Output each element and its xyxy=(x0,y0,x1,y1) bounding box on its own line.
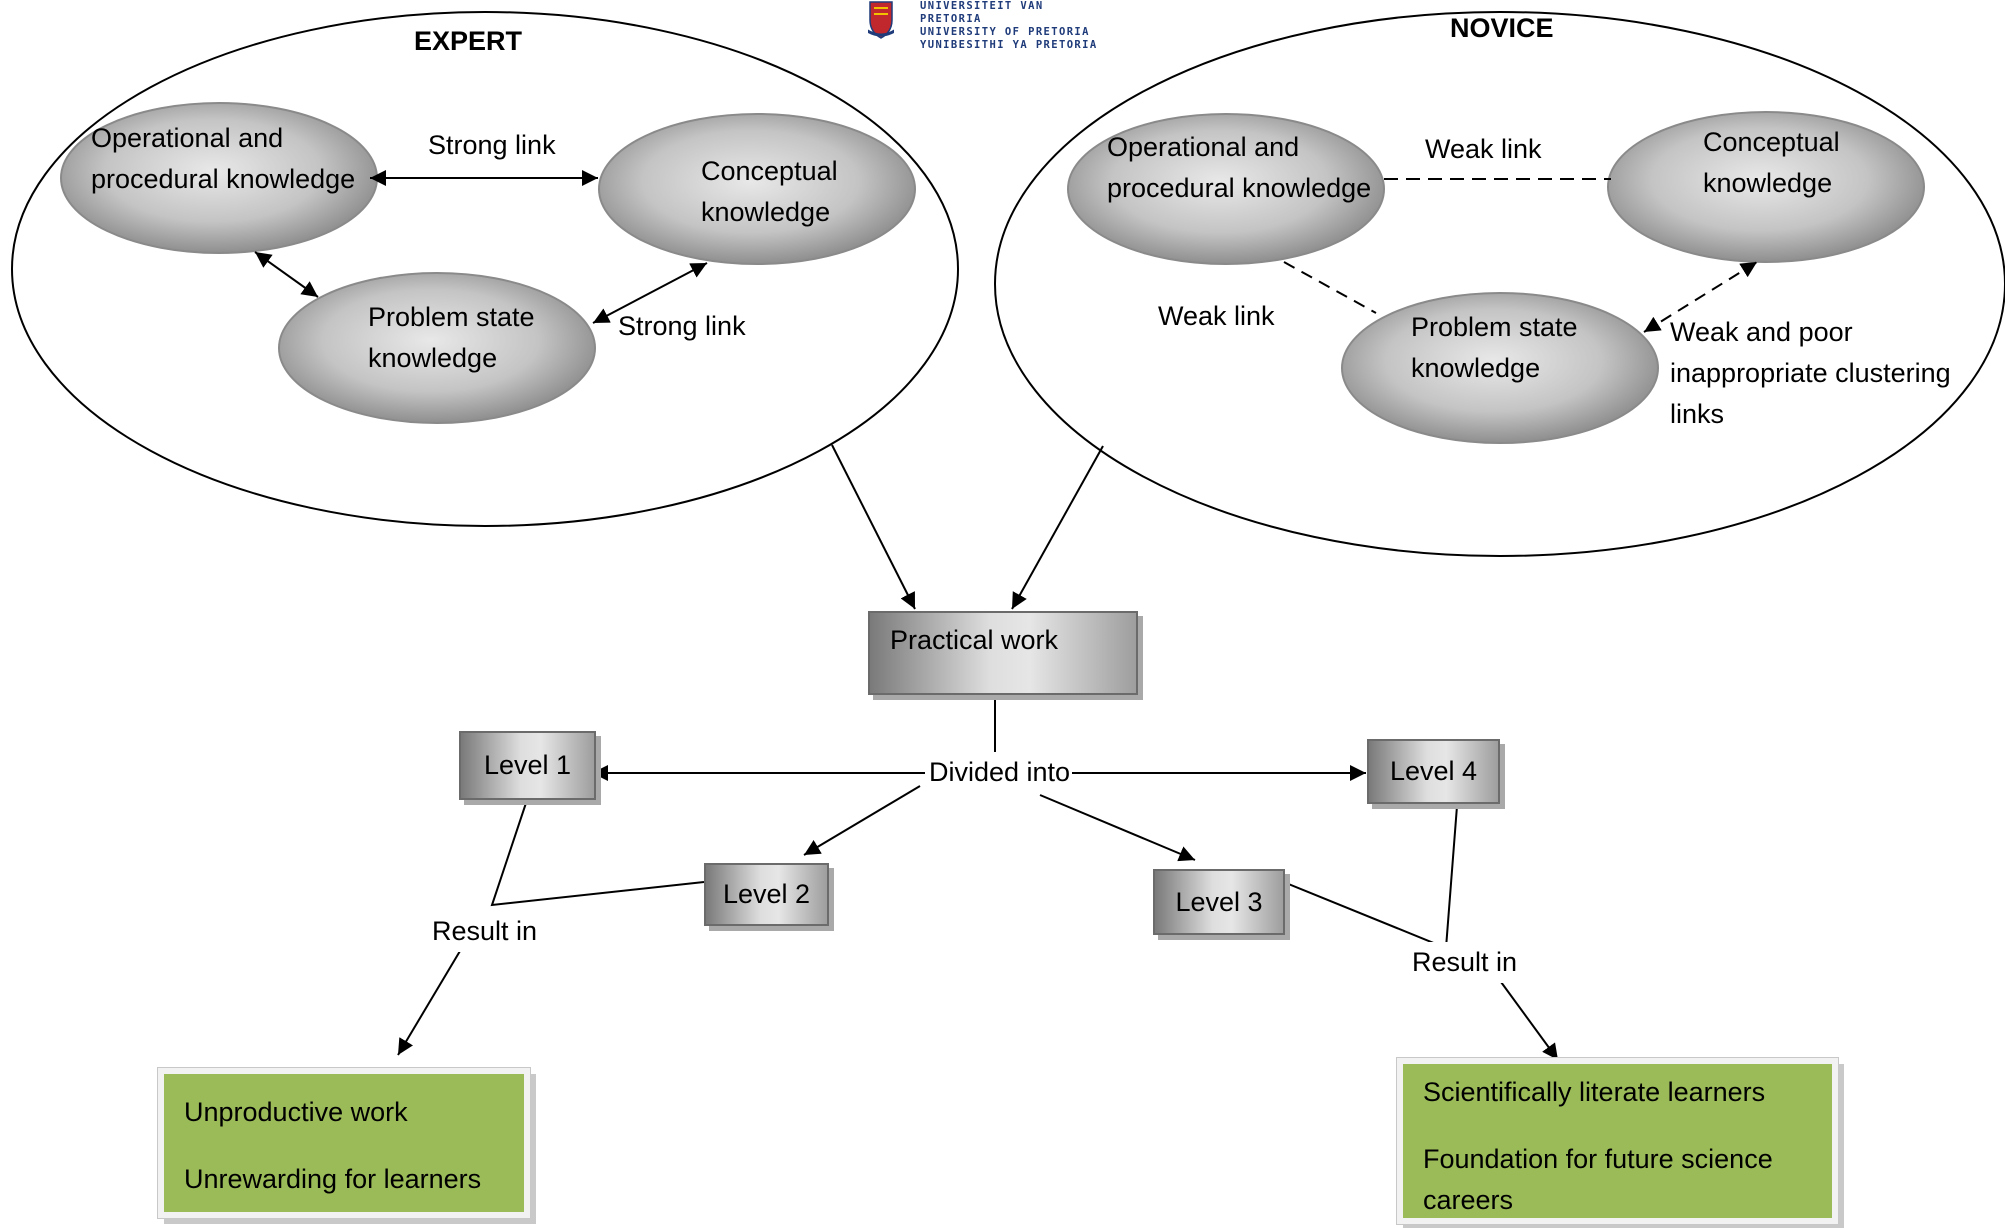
novice-weak-link-right xyxy=(1643,261,1758,333)
novice-title: NOVICE xyxy=(1450,13,1554,43)
outcome-foundation-careers: Foundation for future science careers xyxy=(1423,1144,1773,1215)
novice-problem-state-node xyxy=(1341,292,1659,444)
expert-to-practical-arrow xyxy=(831,444,916,610)
practical-work-label: Practical work xyxy=(890,625,1059,655)
outcome-scientifically-literate: Scientifically literate learners xyxy=(1423,1077,1766,1107)
levels-1-2-result-connector xyxy=(490,796,705,907)
result-in-left-arrow xyxy=(397,950,461,1056)
level-3-box: Level 3 xyxy=(1153,869,1285,935)
result-in-right-arrow xyxy=(1500,981,1559,1061)
expert-problem-state-node xyxy=(278,272,596,424)
level-4-box: Level 4 xyxy=(1367,739,1500,804)
expert-strong-link-arrow-right xyxy=(592,262,708,324)
expert-operational-node xyxy=(60,102,378,254)
novice-weak-link-left xyxy=(1283,261,1377,314)
novice-weak-link-label-left: Weak link xyxy=(1158,301,1275,331)
positive-outcome-box: Scientifically literate learners Foundat… xyxy=(1396,1057,1839,1225)
novice-operational-node xyxy=(1067,113,1385,265)
negative-outcome-box: Unproductive work Unrewarding for learne… xyxy=(157,1067,531,1219)
outcome-unproductive-work: Unproductive work xyxy=(184,1097,408,1127)
university-shield-icon xyxy=(868,1,894,39)
level-2-label: Level 2 xyxy=(722,879,811,909)
level-1-label: Level 1 xyxy=(483,750,572,780)
level-4-label: Level 4 xyxy=(1389,756,1478,786)
outcome-unrewarding: Unrewarding for learners xyxy=(184,1164,482,1194)
expert-conceptual-node xyxy=(598,113,916,265)
result-in-right-label: Result in xyxy=(1412,942,1518,983)
expert-strong-link-label-right: Strong link xyxy=(618,311,746,341)
novice-conceptual-node xyxy=(1607,111,1925,263)
expert-strong-link-label-top: Strong link xyxy=(428,130,556,160)
expert-strong-link-arrow-left xyxy=(254,251,319,298)
university-name: UNIVERSITEIT VAN PRETORIA UNIVERSITY OF … xyxy=(920,0,1098,51)
novice-weak-link-label-top: Weak link xyxy=(1425,134,1542,164)
novice-group-ellipse xyxy=(994,11,2005,557)
levels-3-4-result-connector xyxy=(1285,805,1458,950)
level-2-box: Level 2 xyxy=(704,863,829,926)
expert-title: EXPERT xyxy=(414,26,523,56)
expert-group-ellipse xyxy=(11,11,959,527)
university-logo: UNIVERSITEIT VAN PRETORIA UNIVERSITY OF … xyxy=(868,0,1098,51)
level-1-box: Level 1 xyxy=(459,731,596,800)
level-3-label: Level 3 xyxy=(1175,886,1263,917)
result-in-left-label: Result in xyxy=(432,911,538,952)
practical-work-box: Practical work xyxy=(868,611,1138,695)
novice-weak-link-label-right: Weak and poor inappropriate clustering l… xyxy=(1670,317,1951,429)
divided-to-level3-arrow xyxy=(1039,794,1196,862)
divided-into-label: Divided into xyxy=(927,752,1073,793)
divided-to-level2-arrow xyxy=(803,785,921,856)
novice-to-practical-arrow xyxy=(1011,445,1104,610)
